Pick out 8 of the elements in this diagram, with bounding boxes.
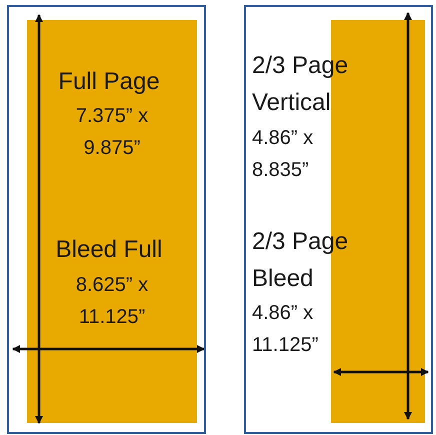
ad-size-panel (7, 5, 206, 434)
dimension-text: 8.625” x 11.125” (74, 273, 150, 330)
dimension-text: 7.375” x 9.875” (74, 104, 150, 161)
ad-size-panel (244, 5, 433, 434)
ad-size-name: Full Page (57, 67, 161, 97)
dimension-text: 4.86” x 11.125” (252, 301, 320, 358)
ad-size-name: Bleed Full (54, 235, 164, 265)
dimension-text: 4.86” x 8.835” (252, 126, 314, 183)
